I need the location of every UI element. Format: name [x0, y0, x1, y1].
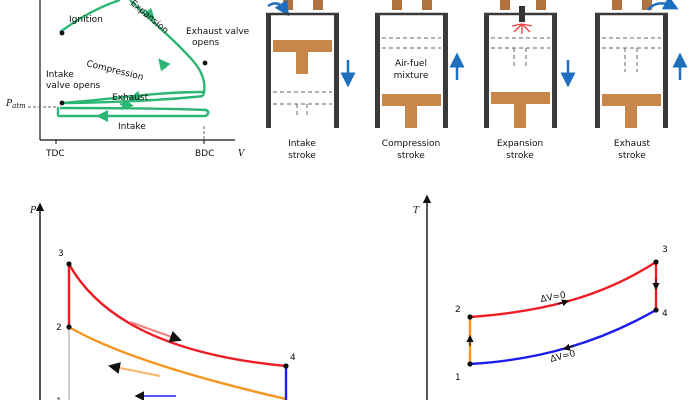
heat-addition-direction-arrow	[557, 299, 570, 307]
bdc-label: BDC	[195, 149, 214, 159]
cylinder-wall-left	[484, 14, 489, 128]
stroke-label-line1: Intake	[288, 139, 316, 149]
stroke-label-line1: Exhaust	[614, 139, 651, 149]
v-axis-label: V	[238, 149, 246, 159]
exhaust-valve	[536, 0, 546, 10]
compression-label: Compression	[85, 59, 144, 83]
stroke-label-line2: stroke	[397, 151, 425, 161]
intake-stroke-cylinder: Intake stroke	[266, 0, 356, 161]
tdc-dashed-outline	[491, 37, 550, 49]
intake-label: Intake	[118, 122, 146, 132]
stroke-label-line1: Expansion	[497, 139, 543, 149]
tdc-label: TDC	[45, 149, 65, 159]
exhaust-label: Exhaust	[112, 93, 149, 103]
stroke-label-line1: Compression	[382, 139, 440, 149]
point-4	[283, 363, 289, 369]
t-axis-label: T	[413, 206, 420, 216]
piston	[491, 92, 550, 104]
patm-label: Patm	[5, 99, 26, 110]
point-3-label: 3	[58, 249, 64, 259]
compression-arrow-upper	[158, 58, 171, 72]
heat-rejection-direction-arrow	[562, 343, 575, 351]
compression-curve	[59, 90, 204, 105]
ideal-pv-diagram: P 3 2 4 1	[29, 202, 296, 400]
point-1-label: 1	[455, 373, 461, 383]
expansion-direction-arrow	[129, 321, 182, 343]
expansion-stroke-cylinder: Expansion stroke	[484, 0, 576, 161]
spark-icon	[511, 23, 533, 34]
intake-valve-label-line1: Intake	[46, 70, 74, 80]
connecting-rod	[405, 106, 417, 128]
point-1	[467, 361, 473, 367]
compression-direction-arrow	[128, 90, 143, 103]
exhaust-direction-arrow	[119, 98, 134, 111]
intake-valve	[500, 0, 510, 10]
connecting-rod	[296, 52, 308, 74]
point-3-label: 3	[662, 245, 668, 255]
iso-volume-label-top: ΔV=0	[540, 291, 567, 305]
connecting-rod	[625, 106, 637, 128]
expansion-curve	[67, 263, 287, 368]
ignition-curve	[59, 0, 121, 33]
stroke-label-line2: stroke	[506, 151, 534, 161]
piston	[602, 94, 661, 106]
otto-pv-diagram: Ignition Expansion Exhaust valve opens C…	[5, 0, 250, 159]
piston	[273, 40, 332, 52]
exhaust-valve	[313, 0, 323, 10]
intake-valve	[392, 0, 402, 10]
exhaust-valve	[642, 0, 652, 10]
cylinder-wall-right	[663, 14, 668, 128]
exhaust-flow-arrow	[647, 0, 679, 11]
heat-addition-curve	[469, 260, 657, 319]
compression-stroke-cylinder: Air-fuel mixture Compression stroke	[375, 0, 465, 161]
expansion-label: Expansion	[128, 0, 170, 36]
chamber-label-line2: mixture	[394, 71, 429, 81]
stroke-label-line2: stroke	[288, 151, 316, 161]
tdc-dashed-outline	[382, 37, 441, 49]
intake-flow-arrow	[267, 0, 289, 17]
ideal-ts-diagram: T ΔV=0 ΔV=0 1 2 3 4	[413, 194, 668, 400]
stroke-label-line2: stroke	[618, 151, 646, 161]
cylinder-wall-right	[443, 14, 448, 128]
point-1-label: 1	[56, 397, 62, 400]
point-4-label: 4	[290, 353, 296, 363]
compression-curve	[68, 325, 287, 400]
compression-direction-arrow	[108, 362, 161, 377]
cylinder-wall-right	[334, 14, 339, 128]
point-2-label: 2	[56, 323, 62, 333]
exhaust-valve-point	[202, 60, 208, 66]
point-4	[653, 307, 659, 313]
connecting-rod	[514, 104, 526, 128]
point-4-label: 4	[662, 309, 668, 319]
intake-valve	[612, 0, 622, 10]
intake-valve-label-line2: valve opens	[46, 81, 101, 91]
piston	[382, 94, 441, 106]
exhaust-stroke-cylinder: Exhaust stroke	[595, 0, 688, 161]
point-3	[66, 261, 72, 267]
strokes-panel: Intake stroke Air-fuel mixture Compressi…	[266, 0, 688, 161]
cylinder-wall-right	[552, 14, 557, 128]
ignition-point	[59, 30, 65, 36]
cylinder-wall-left	[266, 14, 271, 128]
chamber-label-line1: Air-fuel	[395, 59, 427, 69]
expansion-direction-arrow	[142, 7, 156, 21]
intake-curve	[58, 106, 210, 118]
p-axis-label: P	[29, 206, 37, 216]
bdc-dashed-outline	[273, 91, 332, 105]
exhaust-valve	[422, 0, 432, 10]
cylinder-wall-left	[595, 14, 600, 128]
ignition-label: Ignition	[69, 15, 103, 25]
point-2	[66, 324, 72, 330]
point-2-label: 2	[455, 305, 461, 315]
tdc-dashed-outline	[602, 37, 661, 49]
exhaust-valve-label-line1: Exhaust valve	[186, 27, 250, 37]
intake-valve-point	[59, 100, 65, 106]
cylinder-wall-left	[375, 14, 380, 128]
point-3	[653, 259, 659, 265]
point-2	[467, 314, 473, 320]
exhaust-valve-label-line2: opens	[192, 38, 219, 48]
